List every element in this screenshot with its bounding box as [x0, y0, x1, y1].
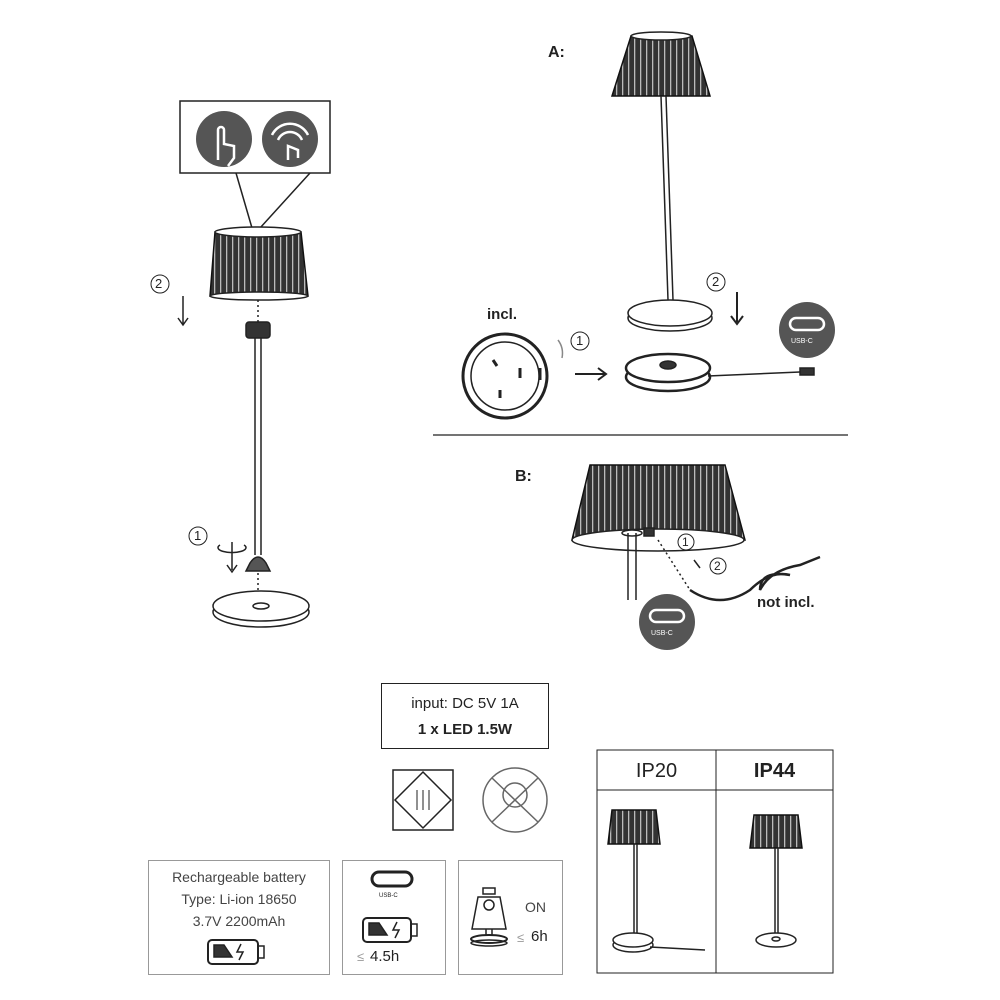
b-step-2: 2: [714, 559, 721, 573]
charging-pad: [624, 352, 815, 393]
lamp-a: [610, 31, 713, 332]
class-iii-icon: [392, 769, 454, 831]
charger-disc: [461, 332, 549, 420]
battery-rating: 3.7V 2200mAh: [192, 913, 286, 929]
ip-table: [596, 749, 834, 974]
touch-dim-icon: [262, 111, 318, 167]
usb-c-port-icon: [370, 870, 414, 888]
section-b-label: B:: [515, 468, 532, 485]
ip44-header: IP44: [753, 760, 796, 782]
a-step-2: 2: [712, 274, 720, 289]
ip20-header: IP20: [635, 760, 678, 782]
runtime-state: ON: [525, 899, 546, 915]
assembly-step-1: 1: [194, 528, 202, 543]
charging-usb-label: USB-C: [379, 893, 398, 899]
runtime-prefix: ≤: [517, 930, 525, 945]
lamp-on-icon: [470, 887, 508, 947]
assembly-step-2: 2: [155, 276, 163, 291]
usb-cable: [689, 555, 821, 602]
input-spec: input: DC 5V 1A: [411, 695, 519, 712]
battery-icon: [207, 939, 265, 965]
charging-battery-icon: [362, 917, 418, 943]
lamp-b-shade: [571, 464, 746, 600]
led-spec: 1 x LED 1.5W: [417, 721, 513, 738]
down-arrow-icon: [177, 296, 189, 327]
charging-time: 4.5h: [370, 948, 400, 965]
b-usb-label: USB-C: [651, 630, 673, 637]
charging-box: USB-C ≤ 4.5h: [342, 860, 446, 975]
ip20-lamp: [607, 809, 706, 953]
included-label: incl.: [487, 306, 518, 323]
a-step-1: 1: [576, 333, 584, 348]
section-a-label: A:: [548, 44, 565, 61]
down-arrow-icon: [730, 292, 744, 326]
assembly-base: [212, 590, 310, 628]
battery-title: Rechargeable battery: [172, 869, 306, 885]
assembly-lamp-shade: [209, 226, 309, 301]
a-usb-label: USB-C: [791, 338, 813, 345]
right-arrow-icon: [575, 367, 608, 381]
runtime-time: 6h: [531, 928, 548, 945]
touch-icons-box: [179, 100, 331, 229]
ip44-lamp: [749, 814, 803, 948]
runtime-box: ON ≤ 6h: [458, 860, 563, 975]
battery-info-box: Rechargeable battery Type: Li-ion 18650 …: [148, 860, 330, 975]
battery-type: Type: Li-ion 18650: [181, 891, 297, 907]
charging-prefix: ≤: [357, 949, 365, 964]
no-replace-led-icon: [482, 767, 548, 833]
rotate-arrow-icon: [217, 542, 247, 574]
spec-box: input: DC 5V 1A 1 x LED 1.5W: [381, 683, 549, 749]
pole-connector: [245, 321, 271, 339]
not-included-label: not incl.: [757, 594, 815, 611]
b-step-1: 1: [682, 535, 689, 549]
